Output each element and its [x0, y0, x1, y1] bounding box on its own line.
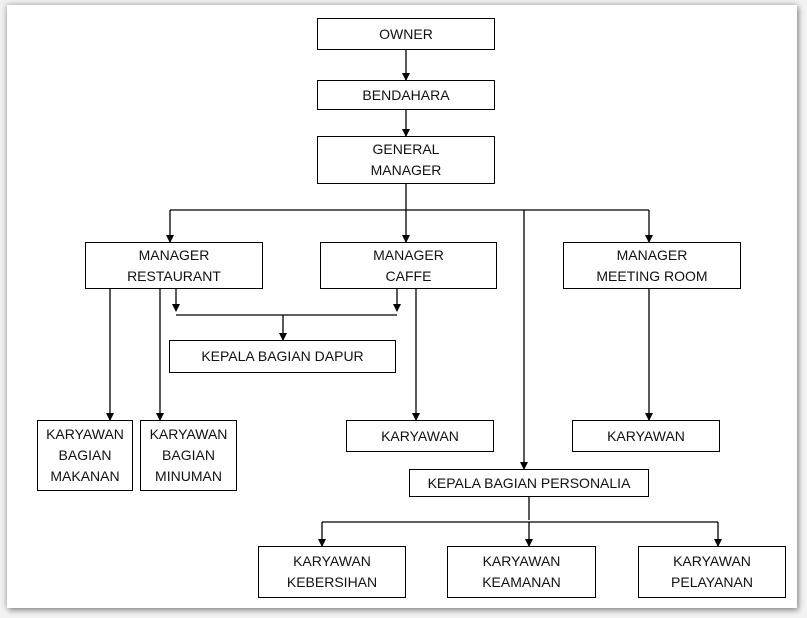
node-karyawan-caffe: KARYAWAN [346, 420, 494, 452]
node-karyawan-pelayanan: KARYAWAN PELAYANAN [638, 546, 786, 598]
node-karyawan-keamanan: KARYAWAN KEAMANAN [447, 546, 596, 598]
node-kepala-bagian-personalia: KEPALA BAGIAN PERSONALIA [409, 469, 649, 497]
node-bendahara: BENDAHARA [317, 80, 495, 110]
node-general-manager: GENERAL MANAGER [317, 136, 495, 184]
node-kepala-bagian-dapur: KEPALA BAGIAN DAPUR [169, 340, 396, 373]
node-manager-meeting-room: MANAGER MEETING ROOM [563, 242, 741, 289]
node-karyawan-kebersihan: KARYAWAN KEBERSIHAN [258, 546, 406, 598]
node-karyawan-bagian-makanan: KARYAWAN BAGIAN MAKANAN [37, 420, 133, 491]
node-manager-caffe: MANAGER CAFFE [320, 242, 497, 289]
node-manager-restaurant: MANAGER RESTAURANT [85, 242, 263, 289]
node-karyawan-bagian-minuman: KARYAWAN BAGIAN MINUMAN [140, 420, 237, 491]
node-karyawan-meeting-room: KARYAWAN [572, 420, 720, 452]
node-owner: OWNER [317, 18, 495, 50]
